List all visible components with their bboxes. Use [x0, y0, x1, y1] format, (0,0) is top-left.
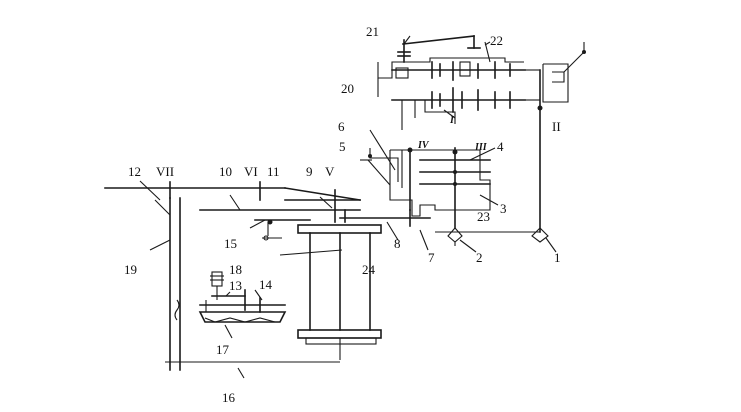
shaft-label-iv: IV — [417, 140, 430, 151]
label-9: 9 — [306, 164, 313, 179]
label-4: 4 — [497, 139, 504, 154]
lever-21-22 — [397, 35, 491, 63]
shaft-labels: I II III IV V VI VII — [156, 115, 561, 179]
label-18: 18 — [229, 262, 242, 277]
label-8: 8 — [394, 236, 401, 251]
label-15: 15 — [224, 236, 237, 251]
label-10: 10 — [219, 164, 232, 179]
label-14: 14 — [259, 277, 273, 292]
label-2: 2 — [476, 250, 483, 265]
shaft-label-v: V — [325, 164, 335, 179]
label-12: 12 — [128, 164, 141, 179]
shaft-ii — [435, 69, 549, 243]
shaft-label-i: I — [449, 115, 455, 126]
pulley-17 — [198, 271, 287, 323]
label-24: 24 — [362, 262, 376, 277]
shaft-19 — [154, 197, 181, 371]
label-16: 16 — [222, 390, 236, 405]
shaft-label-vii: VII — [156, 164, 174, 179]
label-11: 11 — [267, 164, 280, 179]
label-17: 17 — [216, 342, 230, 357]
part-number-labels: 1 2 3 4 5 6 7 8 9 10 11 12 13 14 15 16 1… — [124, 24, 561, 405]
label-20: 20 — [341, 81, 354, 96]
label-21: 21 — [366, 24, 379, 39]
label-13: 13 — [229, 278, 242, 293]
label-6: 6 — [338, 119, 345, 134]
gearbox-middle — [360, 147, 491, 246]
leader-lines — [139, 35, 557, 379]
label-22: 22 — [490, 33, 503, 48]
label-3: 3 — [500, 201, 507, 216]
label-1: 1 — [554, 250, 561, 265]
label-7: 7 — [428, 250, 435, 265]
shaft-label-vi: VI — [244, 164, 258, 179]
label-23: 23 — [477, 209, 490, 224]
label-5: 5 — [339, 139, 346, 154]
shaft-label-iii: III — [474, 142, 488, 153]
drum-24 — [297, 224, 382, 360]
label-19: 19 — [124, 262, 137, 277]
shaft-label-ii: II — [552, 119, 561, 134]
